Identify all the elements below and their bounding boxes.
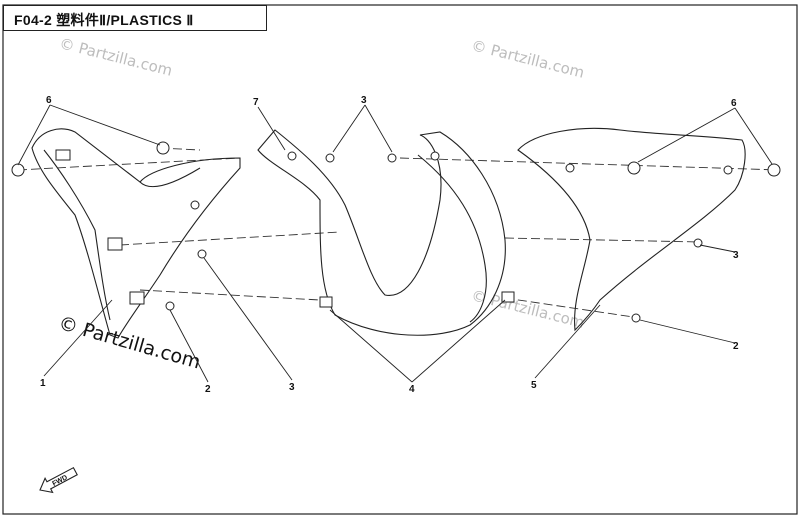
leader-3-right [699, 244, 736, 253]
leader-2-left [169, 309, 209, 383]
grommet [156, 141, 170, 155]
screw [197, 249, 207, 259]
grommet [627, 161, 641, 175]
leader-7 [257, 106, 286, 151]
fairing-inner-edge [417, 154, 487, 323]
leader-4 [329, 299, 506, 383]
drawing-frame [2, 4, 798, 515]
screw [387, 153, 397, 163]
callout-2-right: 2 [733, 341, 739, 352]
callout-7: 7 [253, 97, 259, 108]
title-box: F04-2 塑料件Ⅱ/PLASTICS Ⅱ [3, 5, 267, 31]
callout-6-right: 6 [731, 98, 737, 109]
callout-2-left: 2 [205, 384, 211, 395]
leader-2-right [639, 319, 736, 344]
assembly-line [504, 237, 701, 243]
leader-3-bottom [203, 257, 293, 381]
grommet [767, 163, 781, 177]
screw [165, 301, 175, 311]
mount-hole [565, 163, 575, 173]
screw [325, 153, 335, 163]
fwd-arrow-icon [39, 466, 78, 494]
panel-cutout [139, 167, 201, 188]
part-5-right-panel [517, 127, 746, 332]
clip-nut [107, 237, 123, 251]
screw [693, 238, 703, 248]
assembly-line [504, 297, 641, 319]
part-7-center-fairing [257, 129, 515, 336]
leader-1 [43, 299, 113, 377]
rubber-grommet [55, 149, 71, 161]
leader-5 [534, 304, 601, 379]
callout-labels: 6 7 3 6 3 1 2 3 4 5 2 [40, 95, 739, 395]
callout-5: 5 [531, 380, 537, 391]
leader-6-right [637, 107, 773, 165]
clip-nut [501, 291, 515, 303]
callout-3-bottom: 3 [289, 382, 295, 393]
fairing-outline [257, 129, 506, 336]
fwd-label: FWD [51, 474, 68, 488]
page-title: F04-2 塑料件Ⅱ/PLASTICS Ⅱ [14, 12, 194, 28]
panel-inner-edge [43, 149, 111, 321]
grommet [11, 163, 25, 177]
clip-nut [129, 291, 145, 305]
leader-3-top [332, 104, 393, 153]
callout-3-top: 3 [361, 95, 367, 106]
assembly-line [139, 289, 321, 301]
part-1-left-panel [31, 128, 241, 339]
assembly-line [119, 231, 341, 246]
loose-fasteners [11, 141, 781, 323]
leader-6-left [17, 104, 161, 166]
screw [631, 313, 641, 323]
mount-hole [723, 165, 733, 175]
assembly-line [399, 157, 781, 171]
fwd-arrow: FWD [39, 466, 78, 494]
clip-nut [319, 296, 333, 308]
leader-lines [17, 104, 773, 383]
callout-6-left: 6 [46, 95, 52, 106]
mount-hole [430, 151, 440, 161]
panel-outline [31, 128, 241, 339]
callout-3-right: 3 [733, 250, 739, 261]
mount-hole [287, 151, 297, 161]
screw [190, 200, 200, 210]
callout-1: 1 [40, 378, 46, 389]
panel-outline [517, 127, 746, 332]
callout-4: 4 [409, 384, 415, 395]
